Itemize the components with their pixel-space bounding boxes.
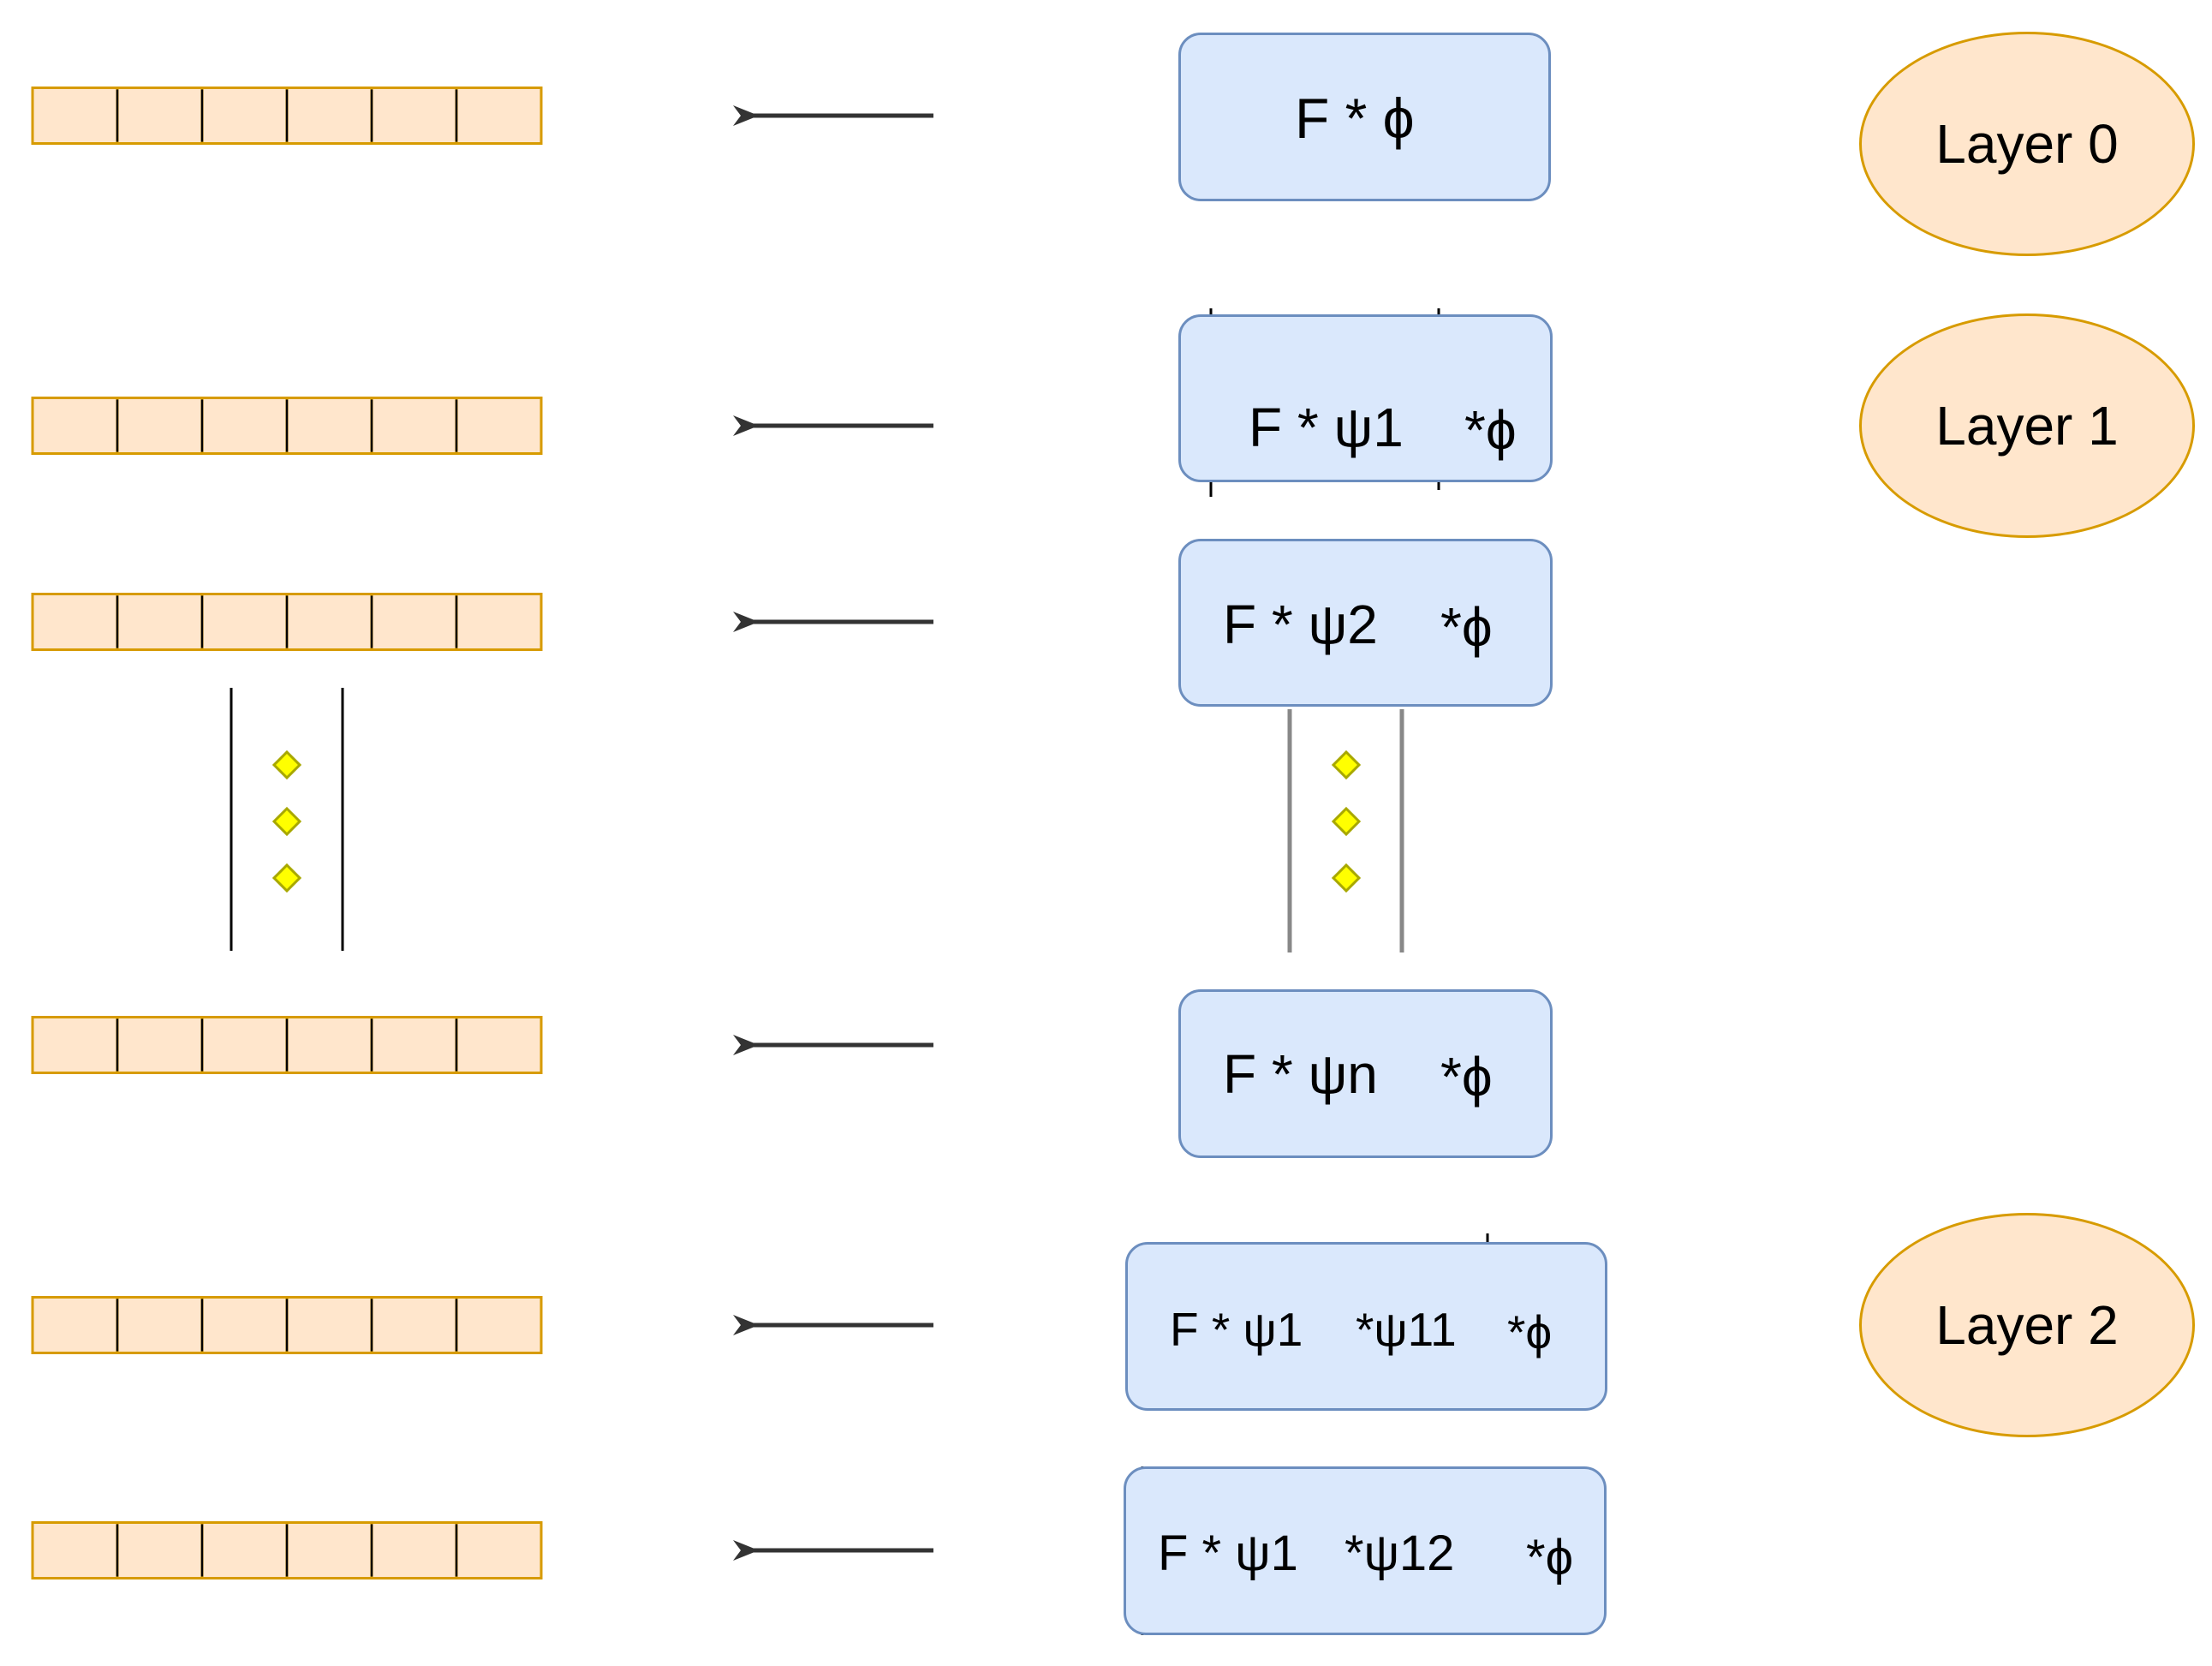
array-cell bbox=[31, 397, 119, 455]
layer-badge-0: Layer 0 bbox=[1859, 32, 2195, 256]
formula-part: F * ψn bbox=[1223, 1043, 1378, 1105]
array-strip-4 bbox=[31, 1296, 543, 1354]
array-cell bbox=[370, 1016, 458, 1074]
formula-box-0 bbox=[1178, 33, 1551, 201]
array-cell bbox=[31, 1016, 119, 1074]
formula-part: *ϕ bbox=[1464, 399, 1517, 461]
array-cell bbox=[116, 1016, 204, 1074]
array-strip-2 bbox=[31, 593, 543, 651]
array-cell bbox=[31, 87, 119, 145]
array-cell bbox=[370, 593, 458, 651]
array-cell bbox=[455, 1016, 543, 1074]
diamond-icon bbox=[1331, 806, 1362, 837]
array-cell bbox=[370, 87, 458, 145]
array-cell bbox=[455, 1296, 543, 1354]
diamond-icon bbox=[1331, 863, 1362, 893]
formula-part: *ϕ bbox=[1440, 596, 1493, 658]
formula-box-4 bbox=[1125, 1242, 1607, 1411]
array-cell bbox=[455, 1521, 543, 1579]
layer-badge-2: Layer 2 bbox=[1859, 1213, 2195, 1437]
formula-part: F * ϕ bbox=[1295, 87, 1415, 150]
diamond-icon bbox=[271, 806, 302, 837]
array-cell bbox=[285, 397, 373, 455]
array-strip-0 bbox=[31, 87, 543, 145]
formula-part: F * ψ1 bbox=[1158, 1526, 1298, 1581]
array-strip-1 bbox=[31, 397, 543, 455]
array-cell bbox=[370, 397, 458, 455]
array-strip-5 bbox=[31, 1521, 543, 1579]
formula-box-3 bbox=[1178, 989, 1553, 1158]
layer-label: Layer 2 bbox=[1935, 1294, 2119, 1356]
diamond-icon bbox=[271, 863, 302, 893]
formula-box-2 bbox=[1178, 539, 1553, 707]
array-cell bbox=[455, 593, 543, 651]
array-strip-3 bbox=[31, 1016, 543, 1074]
formula-part: *ψ12 bbox=[1344, 1526, 1455, 1581]
layer-label: Layer 0 bbox=[1935, 113, 2119, 175]
layer-badge-1: Layer 1 bbox=[1859, 313, 2195, 538]
diamond-icon bbox=[271, 749, 302, 780]
array-cell bbox=[200, 87, 289, 145]
layer-label: Layer 1 bbox=[1935, 395, 2119, 457]
formula-part: *ϕ bbox=[1440, 1046, 1493, 1108]
formula-part: F * ψ2 bbox=[1223, 594, 1378, 655]
array-cell bbox=[455, 397, 543, 455]
array-cell bbox=[116, 593, 204, 651]
formula-part: F * ψ1 bbox=[1170, 1303, 1303, 1356]
diamond-icon bbox=[1331, 749, 1362, 780]
array-cell bbox=[31, 1521, 119, 1579]
formula-part: *ψ11 bbox=[1356, 1303, 1457, 1356]
array-cell bbox=[116, 397, 204, 455]
formula-part: *ϕ bbox=[1526, 1530, 1574, 1585]
array-cell bbox=[285, 593, 373, 651]
array-cell bbox=[116, 87, 204, 145]
array-cell bbox=[31, 593, 119, 651]
formula-part: F * ψ1 bbox=[1249, 397, 1404, 458]
formula-box-1 bbox=[1178, 314, 1553, 482]
formula-box-5 bbox=[1124, 1466, 1607, 1635]
formula-part: *ϕ bbox=[1507, 1305, 1553, 1358]
array-cell bbox=[200, 397, 289, 455]
array-cell bbox=[285, 1016, 373, 1074]
